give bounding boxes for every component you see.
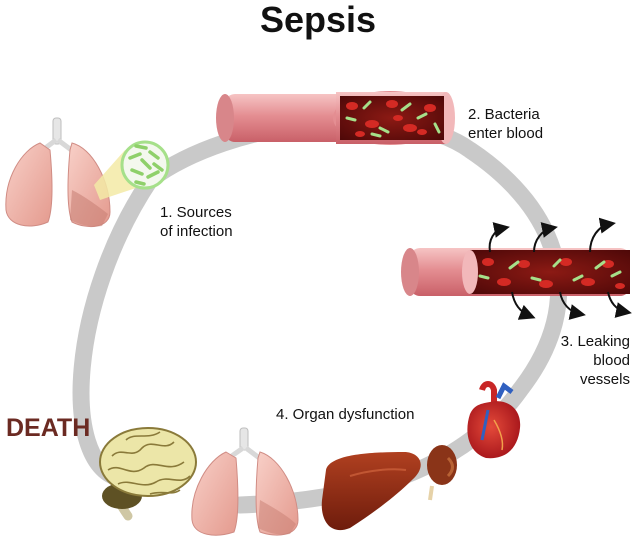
step-1-label: 1. Sources of infection <box>160 203 233 241</box>
brain-icon <box>99 427 197 521</box>
death-label: DEATH <box>6 414 91 442</box>
step-4-label: 4. Organ dysfunction <box>276 406 415 423</box>
step-3-label: 3. Leaking blood vessels <box>560 332 630 389</box>
leak-arrow-icon <box>488 217 632 320</box>
blood-vessel-icon <box>216 91 455 145</box>
liver-icon <box>321 452 421 531</box>
step-2-line-1: 2. Bacteria <box>468 106 540 123</box>
step-3-line-3: vessels <box>579 371 630 388</box>
lungs-icon <box>5 117 111 228</box>
step-3-line-2: blood <box>593 352 630 369</box>
step-2-line-2: enter blood <box>468 125 544 142</box>
leaking-blood-vessel-icon <box>401 248 630 296</box>
organ-lungs-icon <box>191 427 299 536</box>
bacteria-magnifier-icon <box>120 140 170 190</box>
step-1-line-2: of infection <box>160 223 233 240</box>
step-2-label: 2. Bacteria enter blood <box>468 105 543 143</box>
page-title: Sepsis <box>259 0 377 40</box>
step-3-line-1: 3. Leaking <box>560 333 630 350</box>
heart-icon <box>467 381 521 459</box>
sepsis-progression-ring <box>72 113 568 514</box>
step-1-line-1: 1. Sources <box>160 204 232 221</box>
kidney-icon <box>427 445 457 501</box>
